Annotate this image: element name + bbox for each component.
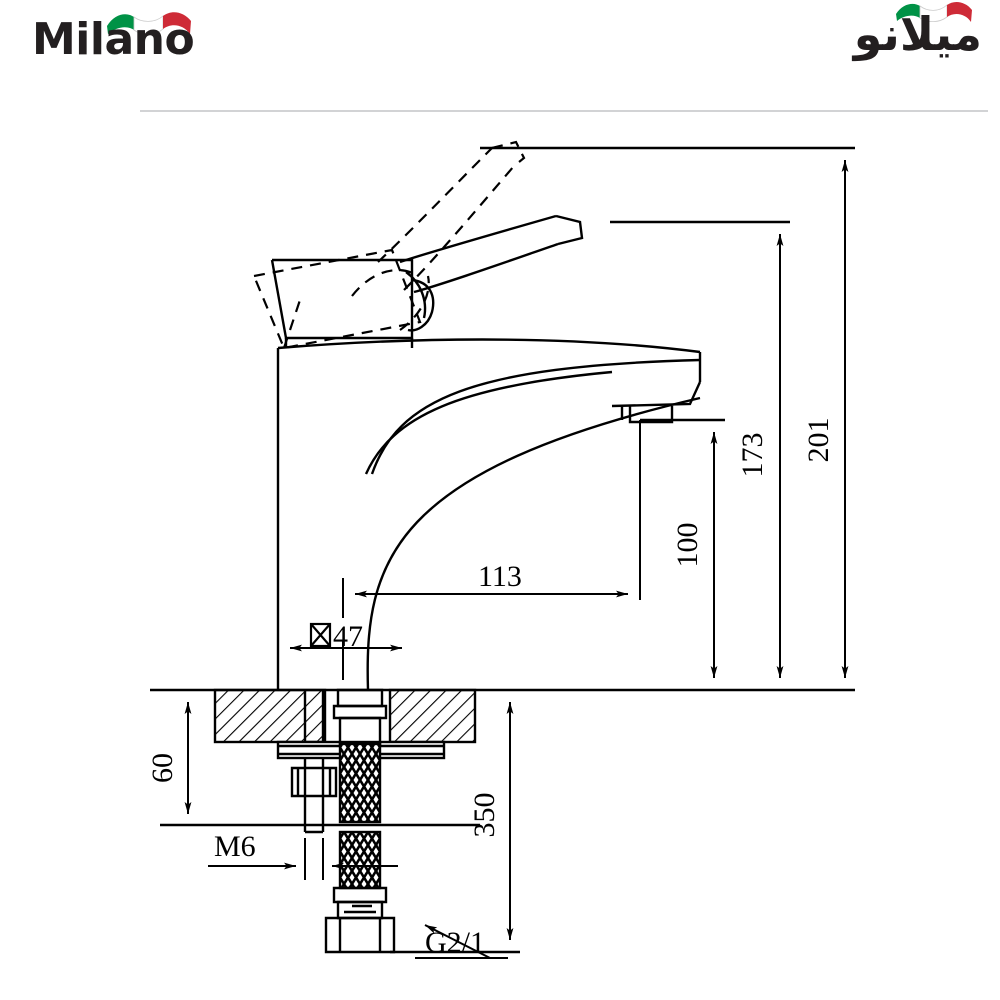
dimension-100 — [640, 418, 725, 678]
header-divider — [140, 110, 988, 112]
dimension-label-173: 173 — [736, 433, 769, 478]
dimension-201 — [480, 146, 855, 678]
faucet-body-outline — [276, 338, 702, 691]
italian-flag-swoosh-arabic-icon — [896, 2, 972, 23]
dimension-173 — [610, 220, 790, 678]
brand-logo-arabic: ميلانو — [752, 2, 982, 72]
dimension-350 — [390, 702, 520, 954]
lever-handle-solid — [270, 214, 584, 348]
callout-label-M6: M6 — [214, 830, 256, 863]
dimension-label-113: 113 — [478, 560, 522, 593]
dimension-label-60: 60 — [146, 753, 179, 783]
countertop-section — [213, 688, 477, 744]
callout-label-G2-1: G2/1 — [425, 926, 485, 959]
dimension-47 — [290, 640, 402, 680]
dimension-label-100: 100 — [671, 523, 704, 568]
mounting-shank-assembly — [276, 688, 446, 954]
dimension-label-350: 350 — [468, 793, 501, 838]
brand-name-latin: Milano — [32, 14, 195, 65]
callout-G2-1-leader — [415, 924, 508, 959]
page-header: Milano ميلانو — [0, 0, 1000, 112]
dimension-113 — [342, 420, 641, 618]
dimension-label-201: 201 — [802, 418, 835, 463]
brand-name-arabic: ميلانو — [853, 7, 982, 61]
callout-M6-leader — [208, 838, 398, 880]
italian-flag-swoosh-icon — [107, 12, 191, 35]
brand-logo-latin: Milano — [32, 8, 292, 70]
diameter-symbol-box-icon — [309, 622, 332, 648]
dimension-label-47: 47 — [333, 620, 363, 653]
lever-handle-dashed-open — [252, 140, 526, 350]
dimension-60 — [160, 702, 480, 827]
dimension-label-47-group: 47 — [309, 620, 363, 653]
